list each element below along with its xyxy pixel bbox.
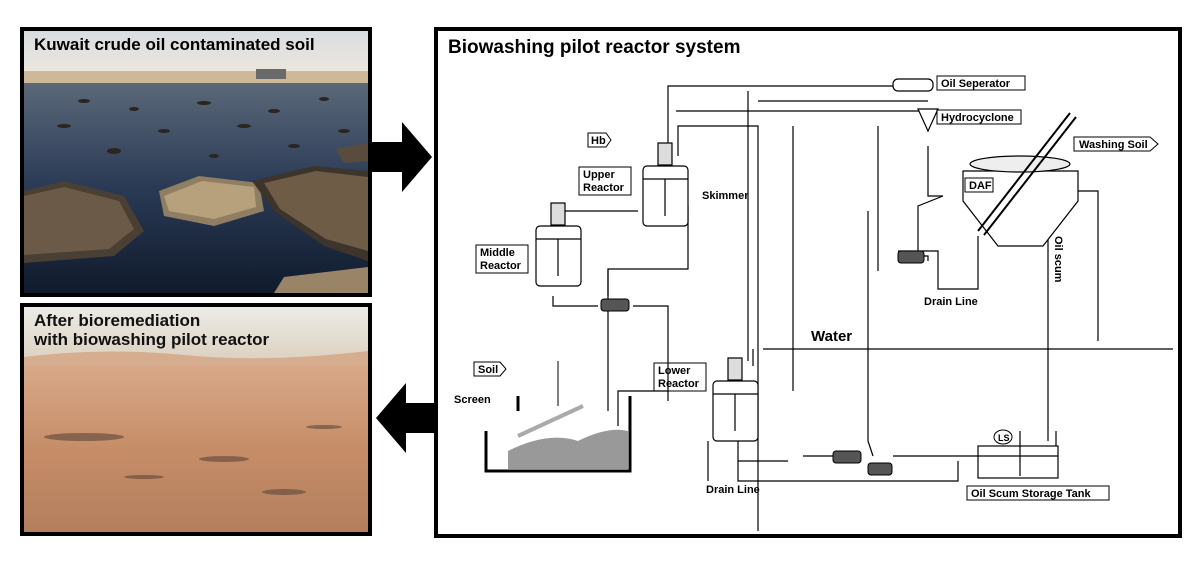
label-soil: Soil: [478, 364, 498, 376]
label-hb: Hb: [591, 135, 606, 147]
label-upper-reactor-1: Upper: [583, 169, 616, 181]
label-water: Water: [811, 328, 852, 345]
label-washing-soil: Washing Soil: [1079, 139, 1148, 151]
contaminated-soil-caption: Kuwait crude oil contaminated soil: [34, 35, 315, 54]
label-lower-reactor-1: Lower: [658, 365, 691, 377]
label-skimmer: Skimmer: [702, 190, 749, 202]
remediated-caption-line1: After bioremediation: [34, 311, 201, 330]
label-middle-reactor-1: Middle: [480, 247, 515, 259]
remediated-caption-line2: with biowashing pilot reactor: [34, 330, 270, 349]
label-drain-line-top: Drain Line: [924, 296, 978, 308]
label-drain-line-bottom: Drain Line: [706, 484, 760, 496]
label-upper-reactor-2: Reactor: [583, 182, 625, 194]
process-flow-diagram: Oil Seperator Hydrocyclone Washing Soil …: [454, 75, 1173, 531]
contaminated-soil-image: [24, 31, 368, 293]
label-oil-scum: Oil scum: [1052, 236, 1064, 283]
arrow-left-icon: [376, 383, 436, 453]
label-daf: DAF: [969, 180, 992, 192]
label-hydrocyclone: Hydrocyclone: [941, 112, 1014, 124]
biowashing-diagram: Biowashing pilot reactor system: [434, 27, 1182, 538]
label-screen: Screen: [454, 394, 491, 406]
label-oil-scum-tank: Oil Scum Storage Tank: [971, 488, 1091, 500]
label-ls: LS: [998, 433, 1010, 443]
contaminated-soil-photo: Kuwait crude oil contaminated soil: [20, 27, 372, 297]
remediated-soil-photo: After bioremediation with biowashing pil…: [20, 303, 372, 536]
label-lower-reactor-2: Reactor: [658, 378, 700, 390]
remediated-soil-image: [24, 307, 368, 532]
label-middle-reactor-2: Reactor: [480, 260, 522, 272]
arrow-right-icon: [372, 122, 432, 192]
label-oil-separator: Oil Seperator: [941, 78, 1011, 90]
diagram-title: Biowashing pilot reactor system: [448, 37, 741, 58]
remediated-soil-caption: After bioremediation with biowashing pil…: [34, 311, 269, 349]
